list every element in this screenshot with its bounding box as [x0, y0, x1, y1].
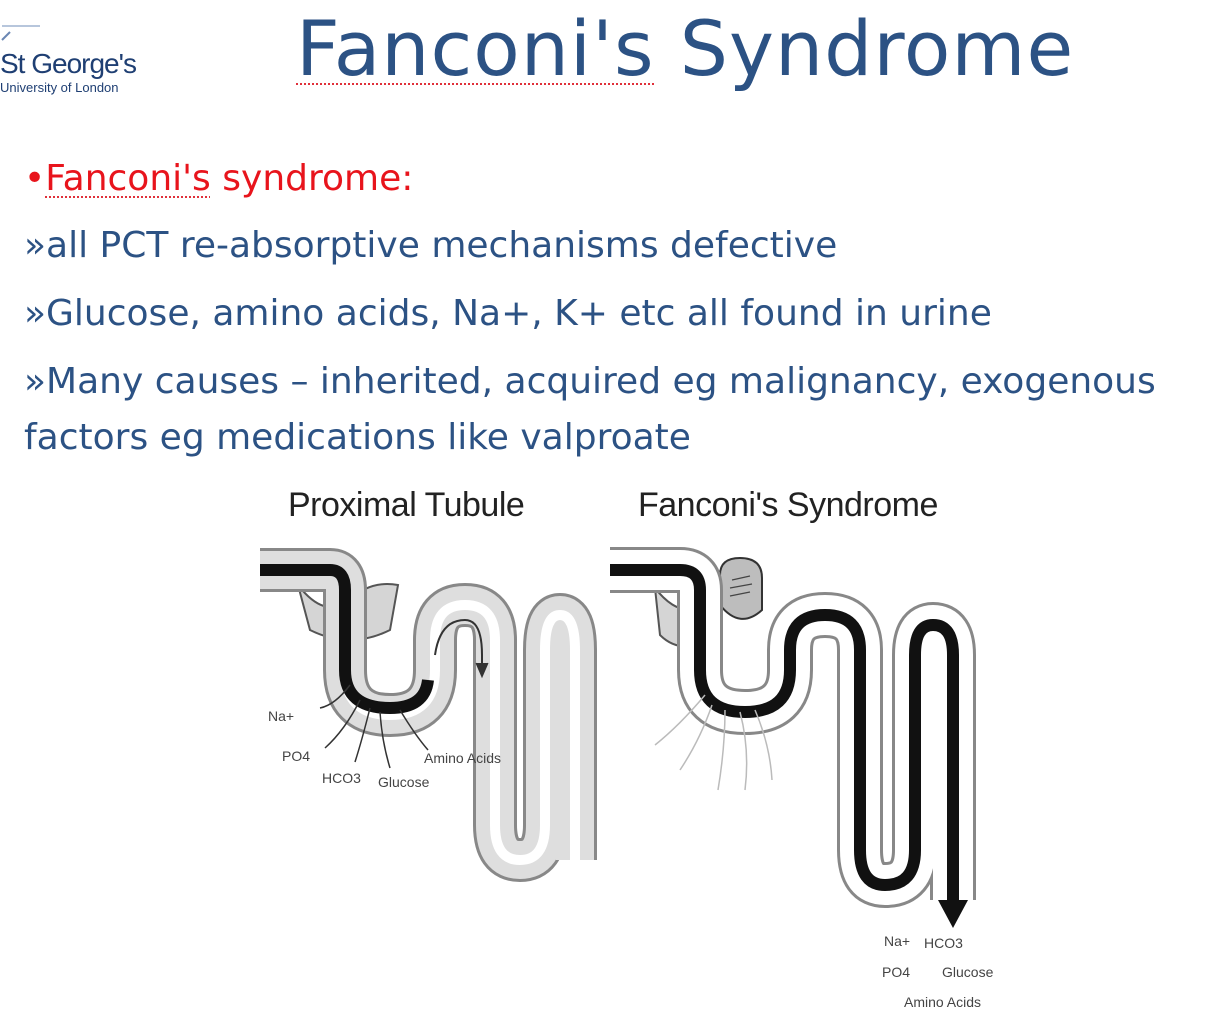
bullet-item-1: »all PCT re-absorptive mechanisms defect…	[24, 225, 838, 266]
right-label-po4: PO4	[882, 964, 911, 980]
left-reabsorption-arrows	[319, 684, 429, 769]
bullet-item-2: »Glucose, amino acids, Na+, K+ etc all f…	[24, 293, 992, 334]
university-logo: St George's University of London	[0, 18, 137, 98]
left-label-glucose: Glucose	[378, 774, 430, 790]
right-label-na: Na+	[884, 933, 911, 949]
left-label-amino-acids: Amino Acids	[424, 750, 502, 766]
tombstone-icon	[719, 556, 763, 620]
right-label-amino-acids: Amino Acids	[904, 994, 982, 1010]
left-label-po4: PO4	[282, 748, 311, 764]
left-tubule	[260, 548, 597, 883]
right-failed-arrows	[654, 694, 773, 791]
outflow-arrow-icon	[938, 900, 968, 928]
caption-fanconis-syndrome: Fanconi's Syndrome	[638, 486, 938, 524]
right-label-glucose: Glucose	[942, 964, 994, 980]
heading-rest: syndrome:	[210, 158, 414, 199]
right-tubule	[610, 547, 976, 928]
left-label-na: Na+	[268, 708, 295, 724]
tubule-figure: Proximal Tubule Fanconi's Syndrome	[250, 480, 1030, 1025]
right-label-hco3: HCO3	[924, 935, 963, 951]
left-label-hco3: HCO3	[322, 770, 361, 786]
heading-word-fanconis: Fanconi's	[45, 158, 211, 199]
logo-name: St George's	[0, 48, 137, 79]
caption-proximal-tubule: Proximal Tubule	[288, 486, 525, 524]
slide-title: Fanconi's Syndrome	[296, 4, 1074, 93]
logo-swoosh-icon	[1, 25, 40, 41]
bullet-heading: •Fanconi's syndrome:	[24, 150, 1204, 208]
logo-subtitle: University of London	[0, 80, 119, 95]
bullet-item-3: »Many causes – inherited, acquired eg ma…	[24, 361, 1156, 458]
title-word-syndrome: Syndrome	[679, 4, 1075, 93]
bullet-dot: •	[24, 158, 46, 199]
bullet-list: •Fanconi's syndrome: »all PCT re-absorpt…	[24, 150, 1204, 466]
title-word-fanconis: Fanconi's	[296, 4, 655, 93]
tubule-diagram	[260, 547, 976, 928]
